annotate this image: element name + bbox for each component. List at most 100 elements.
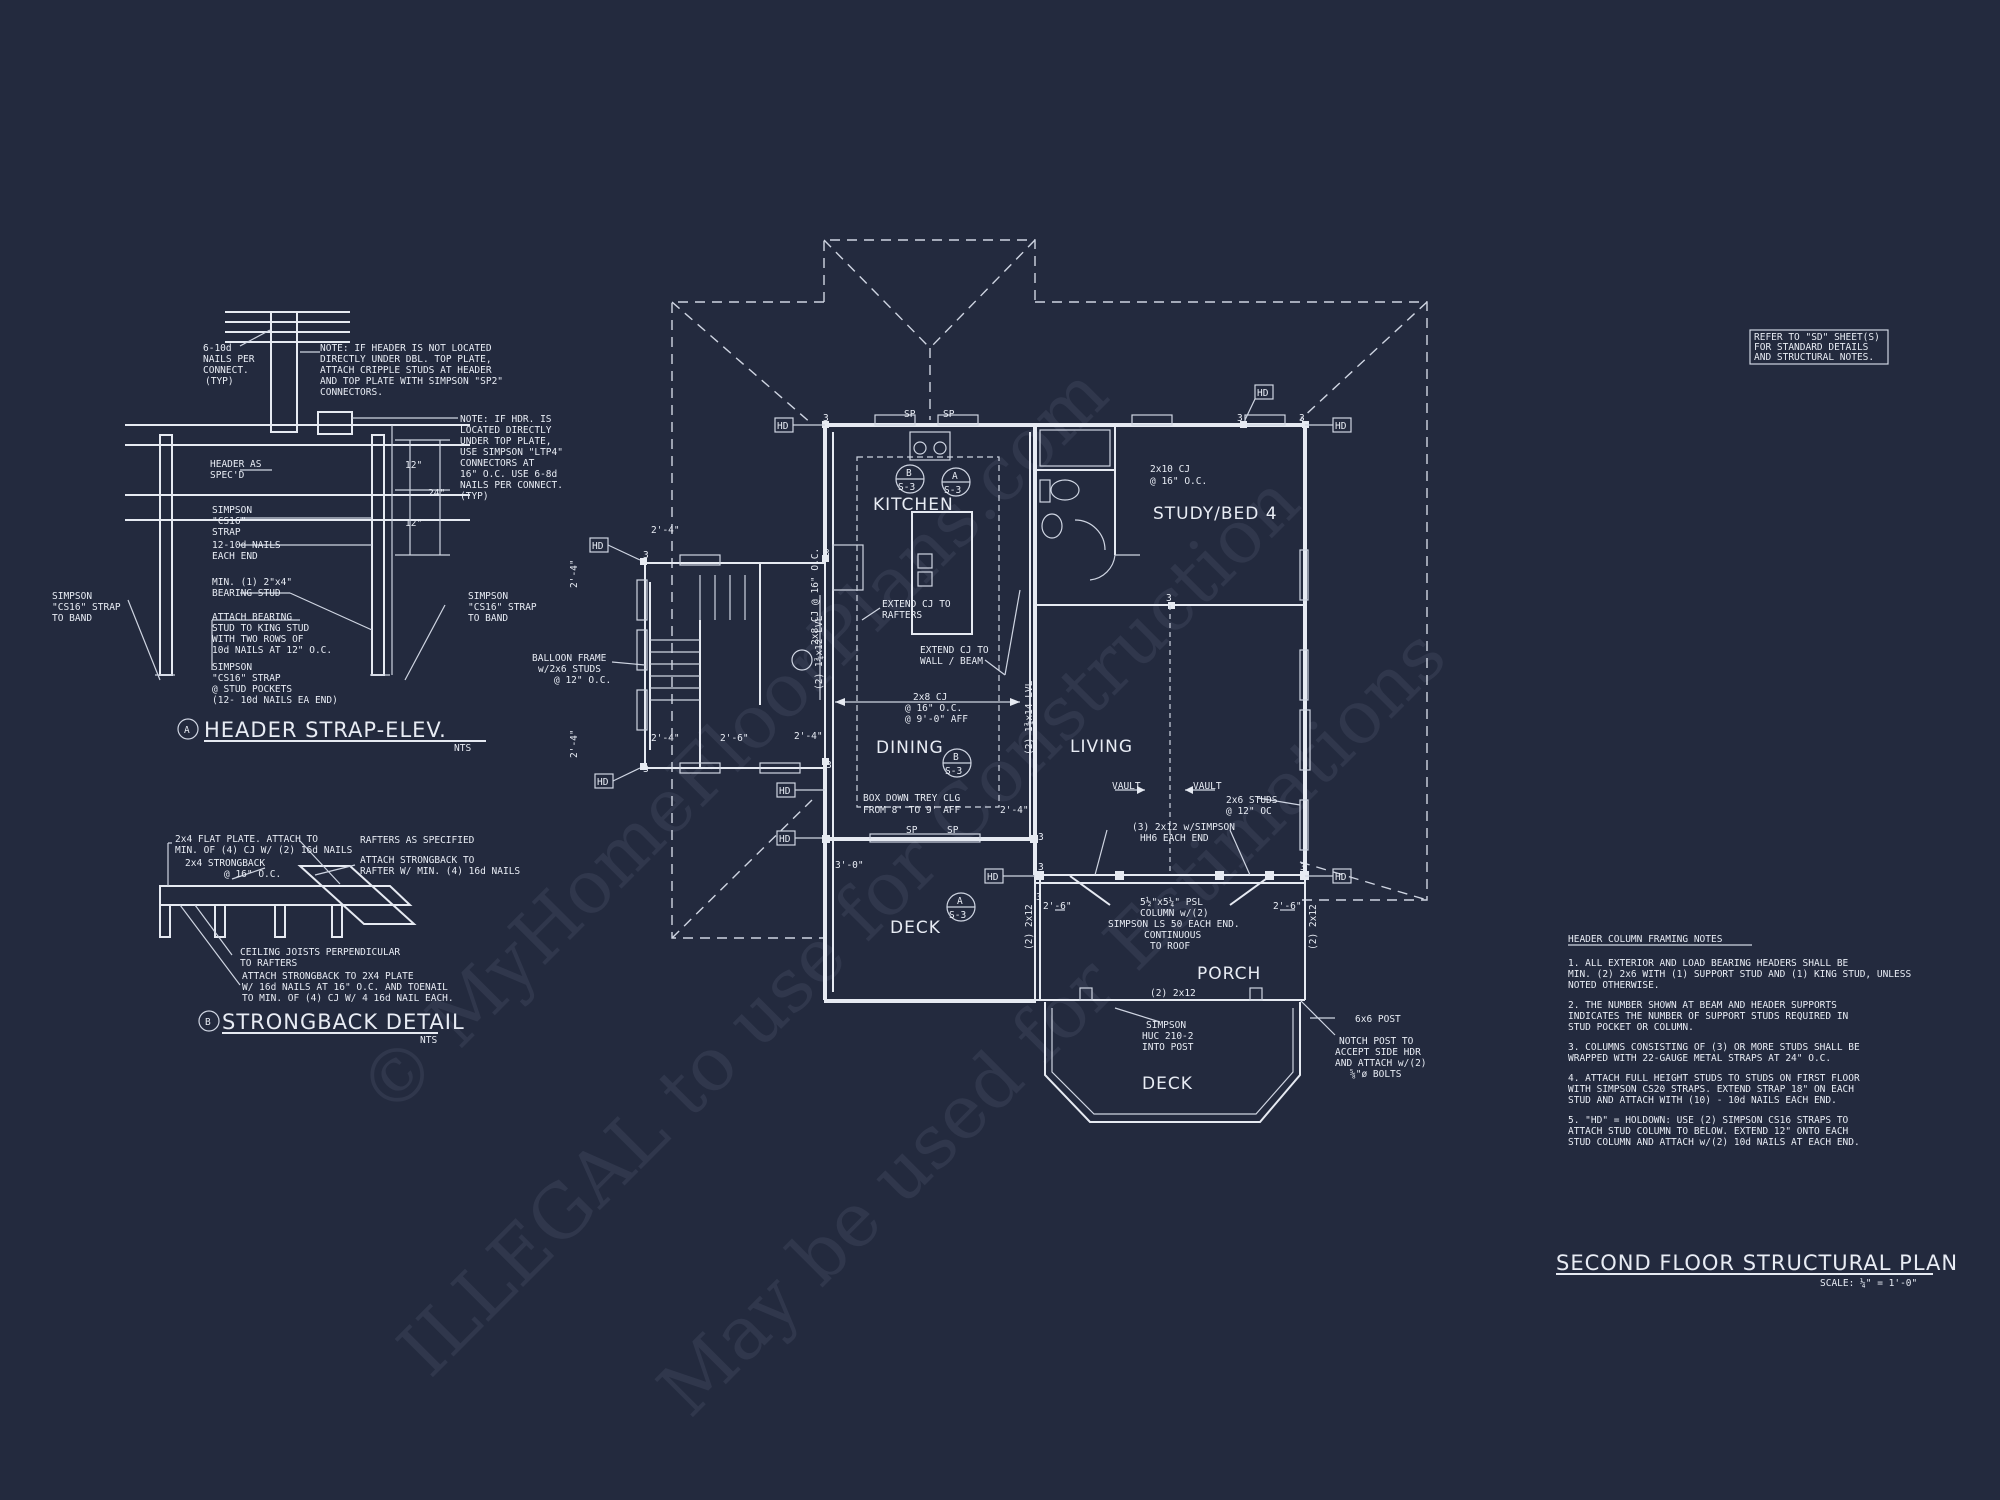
label-stud-count: 3: [1300, 862, 1306, 873]
note-2x6-studs: 2x6 STUDS @ 12" OC: [1226, 795, 1278, 817]
svg-text:HEADER AS: HEADER AS: [210, 459, 262, 470]
label-hd: HD: [597, 777, 609, 788]
label-stud-count: 3: [643, 764, 649, 775]
note-header-not-located: NOTE: IF HEADER IS NOT LOCATED DIRECTLY …: [320, 343, 503, 398]
svg-text:BALLOON FRAME: BALLOON FRAME: [532, 653, 607, 664]
label-stud-count: 3: [824, 548, 830, 559]
svg-text:WITH TWO ROWS OF: WITH TWO ROWS OF: [212, 634, 304, 645]
label-stud-count: 3: [1038, 832, 1044, 843]
svg-text:BEARING STUD: BEARING STUD: [212, 588, 281, 599]
svg-text:FROM 8' TO 9' AFF: FROM 8' TO 9' AFF: [863, 805, 961, 816]
svg-text:1. ALL EXTERIOR AND LOAD BEARI: 1. ALL EXTERIOR AND LOAD BEARING HEADERS…: [1568, 958, 1849, 969]
label-stud-count: 3: [1036, 892, 1042, 903]
svg-text:UNDER TOP PLATE,: UNDER TOP PLATE,: [460, 436, 552, 447]
svg-text:EXTEND CJ TO: EXTEND CJ TO: [920, 645, 989, 656]
callout-s3: S-3: [945, 766, 962, 777]
note-strongback: 2x4 STRONGBACK @ 16" O.C.: [185, 858, 281, 880]
svg-text:CEILING JOISTS PERPENDICULAR: CEILING JOISTS PERPENDICULAR: [240, 947, 400, 958]
svg-text:NOTE: IF HEADER IS NOT LOCATED: NOTE: IF HEADER IS NOT LOCATED: [320, 343, 492, 354]
svg-text:2x8 CJ: 2x8 CJ: [913, 692, 947, 703]
svg-text:2. THE NUMBER SHOWN AT BEAM AN: 2. THE NUMBER SHOWN AT BEAM AND HEADER S…: [1568, 1000, 1837, 1011]
svg-text:MIN. (2) 2x6 WITH (1) SUPPORT: MIN. (2) 2x6 WITH (1) SUPPORT STUD AND (…: [1568, 969, 1911, 980]
svg-text:CONNECT.: CONNECT.: [203, 365, 249, 376]
dim-3-0: 3'-0": [835, 860, 864, 871]
room-living: LIVING: [1070, 737, 1133, 757]
note-balloon-frame: BALLOON FRAME w/2x6 STUDS @ 12" O.C.: [532, 653, 611, 686]
svg-text:@ 16" O.C.: @ 16" O.C.: [1150, 476, 1207, 487]
section-callouts: [895, 464, 976, 922]
label-2x12-v: (2) 2x12: [1024, 904, 1035, 950]
label-stud-count: 3: [826, 760, 832, 771]
note-12-10d-nails: 12-10d NAILS EACH END: [212, 540, 281, 562]
dim-12: 12": [405, 518, 422, 529]
framing-notes: HEADER COLUMN FRAMING NOTES 1. ALL EXTER…: [1568, 934, 1911, 1148]
svg-text:SIMPSON: SIMPSON: [212, 505, 252, 516]
label-2x12-v: (2) 2x12: [1308, 904, 1319, 950]
svg-text:ATTACH STRONGBACK TO 2X4 PLATE: ATTACH STRONGBACK TO 2X4 PLATE: [242, 971, 414, 982]
svg-text:NAILS PER: NAILS PER: [203, 354, 255, 365]
plan-title-block: SECOND FLOOR STRUCTURAL PLAN SCALE: ¼" =…: [1556, 1251, 1957, 1289]
label-stud-count: 3: [1237, 413, 1243, 424]
callout-s3: S-3: [949, 910, 966, 921]
stair-treads: [650, 575, 746, 701]
svg-text:@ STUD POCKETS: @ STUD POCKETS: [212, 684, 292, 695]
callout-a: A: [952, 471, 958, 482]
callout-b: B: [953, 752, 959, 763]
note-notch-post: NOTCH POST TO ACCEPT SIDE HDR AND ATTACH…: [1335, 1036, 1427, 1080]
svg-text:EACH END: EACH END: [212, 551, 258, 562]
svg-text:(12- 10d NAILS EA END): (12- 10d NAILS EA END): [212, 695, 338, 706]
svg-text:SIMPSON: SIMPSON: [212, 662, 252, 673]
svg-text:5. "HD" = HOLDOWN: USE (2) SIM: 5. "HD" = HOLDOWN: USE (2) SIMPSON CS16 …: [1568, 1115, 1849, 1126]
svg-text:"CS16": "CS16": [212, 516, 246, 527]
callout-s3: S-3: [898, 482, 915, 493]
note-simpson-hh6: (3) 2x12 w/SIMPSON HH6 EACH END: [1132, 822, 1235, 844]
detail-a-title: HEADER STRAP-ELEV.: [204, 718, 447, 742]
svg-text:(3) 2x12 w/SIMPSON: (3) 2x12 w/SIMPSON: [1132, 822, 1235, 833]
svg-text:16" O.C. USE 6-8d: 16" O.C. USE 6-8d: [460, 469, 557, 480]
svg-text:MIN. OF (4) CJ W/ (2) 16d NAIL: MIN. OF (4) CJ W/ (2) 16d NAILS: [175, 845, 353, 856]
svg-text:5½"x5¼" PSL: 5½"x5¼" PSL: [1140, 897, 1203, 908]
dim-2-6: 2'-6": [1273, 901, 1302, 912]
svg-text:2x4 FLAT PLATE. ATTACH TO: 2x4 FLAT PLATE. ATTACH TO: [175, 834, 318, 845]
svg-text:"CS16" STRAP: "CS16" STRAP: [52, 602, 121, 613]
label-stud-count: 3: [1166, 593, 1172, 604]
detail-a-nts: NTS: [454, 743, 471, 754]
note-flat-plate: 2x4 FLAT PLATE. ATTACH TO MIN. OF (4) CJ…: [175, 834, 353, 856]
label-hd: HD: [779, 834, 791, 845]
note-attach-rafter: ATTACH STRONGBACK TO RAFTER W/ MIN. (4) …: [360, 855, 520, 877]
svg-text:"CS16" STRAP: "CS16" STRAP: [212, 673, 281, 684]
label-2x12: (2) 2x12: [1150, 988, 1196, 999]
label-vault: VAULT: [1193, 781, 1222, 792]
svg-text:10d NAILS AT 12" O.C.: 10d NAILS AT 12" O.C.: [212, 645, 332, 656]
detail-b-strongback: 2x4 FLAT PLATE. ATTACH TO MIN. OF (4) CJ…: [159, 834, 520, 1046]
svg-text:(TYP): (TYP): [460, 491, 489, 502]
note-psl-column: 5½"x5¼" PSL COLUMN w/(2) SIMPSON LS 50 E…: [1108, 897, 1240, 952]
label-2x8-cj: 2x8 CJ @ 16" O.C.: [810, 548, 821, 645]
svg-text:HUC 210-2: HUC 210-2: [1142, 1031, 1193, 1042]
holdown-tags: [589, 384, 1352, 884]
label-hd: HD: [779, 786, 791, 797]
svg-text:SIMPSON LS 50 EACH END.: SIMPSON LS 50 EACH END.: [1108, 919, 1240, 930]
svg-text:RAFTER W/ MIN. (4) 16d NAILS: RAFTER W/ MIN. (4) 16d NAILS: [360, 866, 520, 877]
svg-text:3. COLUMNS CONSISTING OF (3) O: 3. COLUMNS CONSISTING OF (3) OR MORE STU…: [1568, 1042, 1860, 1053]
svg-text:HH6 EACH END: HH6 EACH END: [1140, 833, 1209, 844]
floor-plan: [589, 384, 1352, 1123]
label-sp: SP: [904, 409, 916, 420]
svg-text:2x6 STUDS: 2x6 STUDS: [1226, 795, 1278, 806]
note-stud-pockets: SIMPSON "CS16" STRAP @ STUD POCKETS (12-…: [212, 662, 338, 706]
svg-text:@ 12" OC: @ 12" OC: [1226, 806, 1272, 817]
label-post: 6x6 POST: [1355, 1014, 1401, 1025]
room-dining: DINING: [876, 738, 944, 758]
svg-text:ATTACH STUD COLUMN TO BELOW. E: ATTACH STUD COLUMN TO BELOW. EXTEND 12" …: [1568, 1126, 1849, 1137]
svg-text:COLUMN w/(2): COLUMN w/(2): [1140, 908, 1209, 919]
callout-a: A: [957, 896, 963, 907]
svg-text:2x4 STRONGBACK: 2x4 STRONGBACK: [185, 858, 265, 869]
svg-text:EXTEND CJ TO: EXTEND CJ TO: [882, 599, 951, 610]
label-stud-count: 3: [1038, 862, 1044, 873]
svg-text:ACCEPT SIDE HDR: ACCEPT SIDE HDR: [1335, 1047, 1421, 1058]
label-sp: SP: [906, 825, 918, 836]
note-strap-band-right: SIMPSON "CS16" STRAP TO BAND: [468, 591, 537, 624]
svg-text:FOR STANDARD DETAILS: FOR STANDARD DETAILS: [1754, 342, 1869, 353]
svg-text:STUD AND ATTACH WITH (10) - 10: STUD AND ATTACH WITH (10) - 10d NAILS EA…: [1568, 1095, 1837, 1106]
label-hd: HD: [987, 872, 999, 883]
